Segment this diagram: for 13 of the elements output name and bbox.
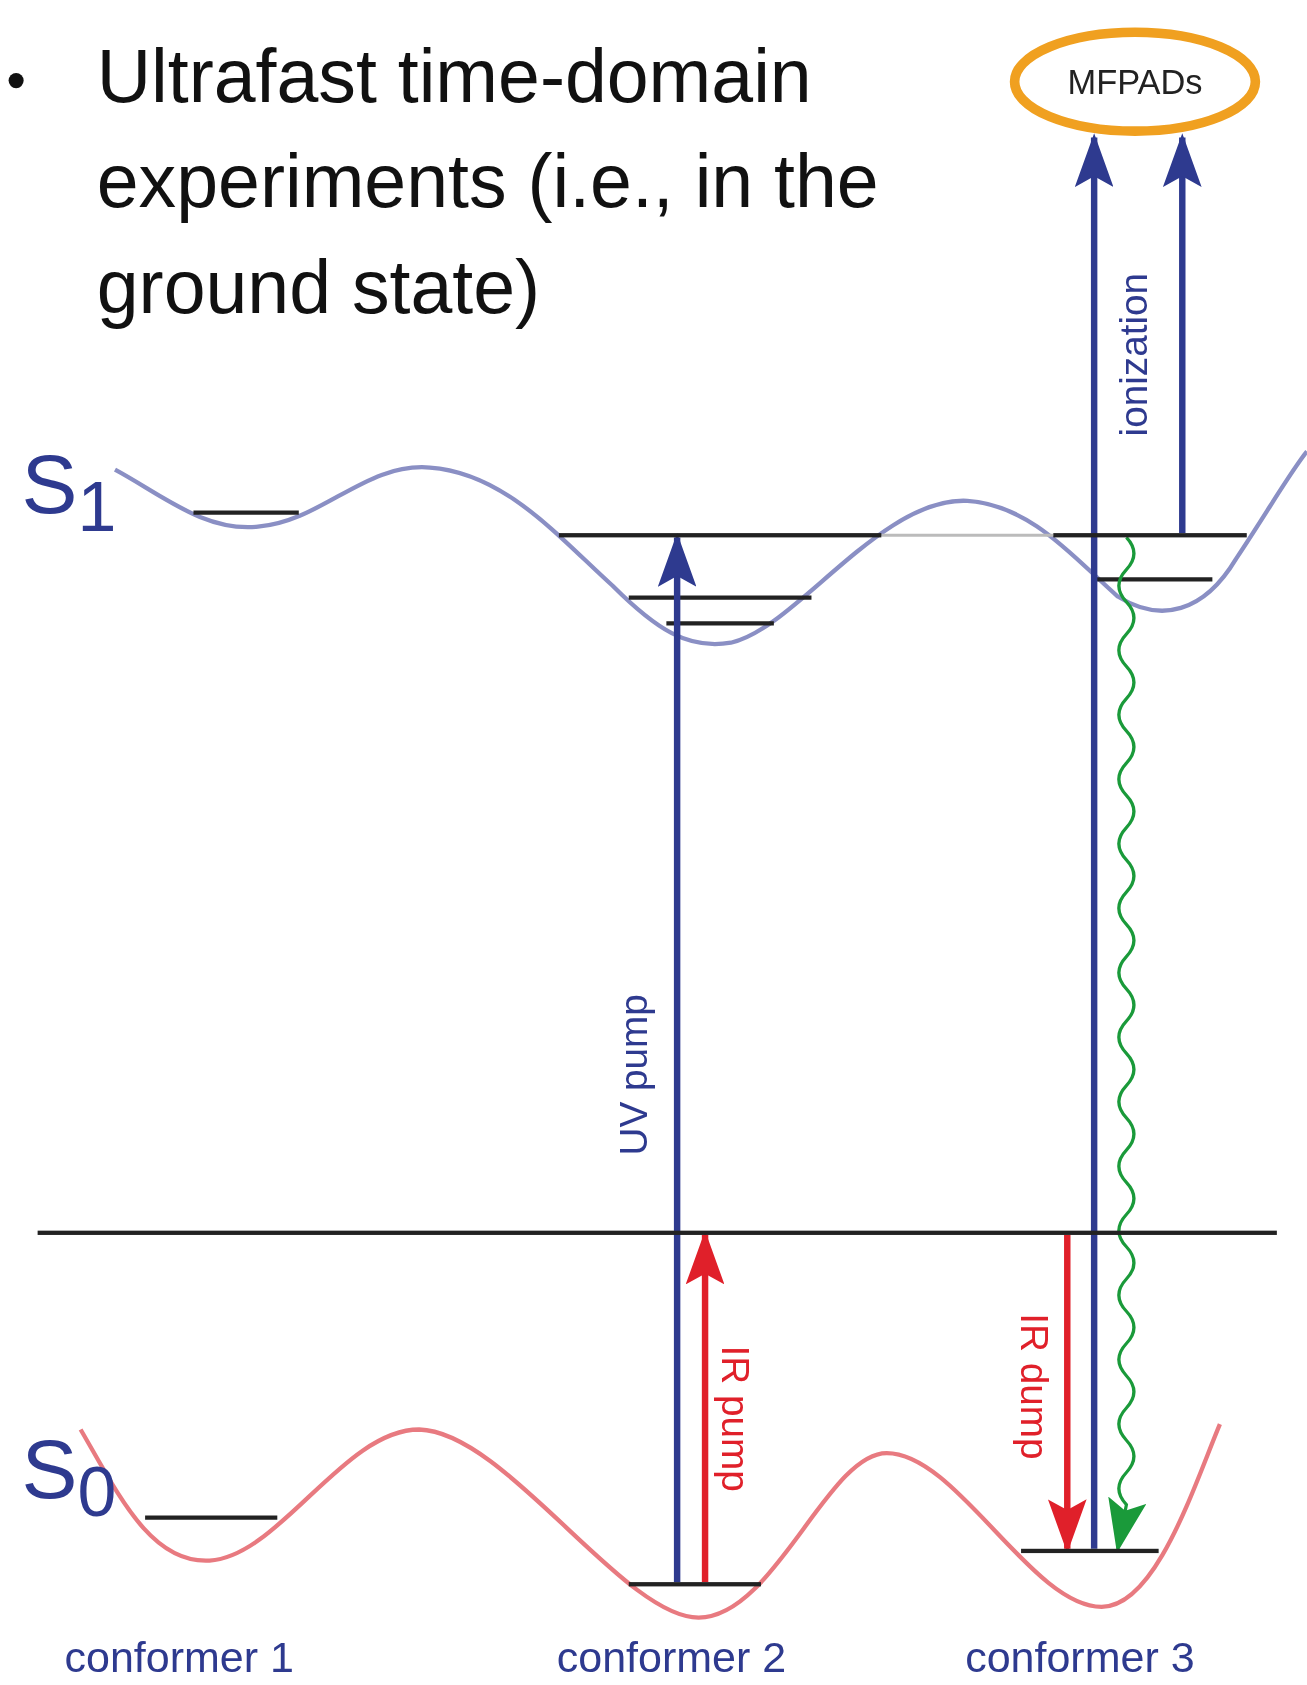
conformer-label: conformer 3 (965, 1633, 1195, 1683)
state-label: S$_{1}$ (21, 435, 117, 547)
energy-level (1053, 533, 1247, 538)
energy-level (37, 1230, 1277, 1235)
state-label: S$_{0}$ (21, 1420, 117, 1533)
energy-level (1021, 1548, 1159, 1554)
energy-level (558, 533, 882, 538)
title: Ultrafast time-domain experiments (i.e., in the ground state) (96, 33, 880, 331)
arrow (1162, 133, 1202, 534)
conformer-label: conformer 1 (64, 1633, 294, 1683)
energy-level (628, 1582, 761, 1587)
conformer-label: conformer 2 (556, 1633, 787, 1683)
ellipse-node: MFPADs (1008, 25, 1262, 138)
